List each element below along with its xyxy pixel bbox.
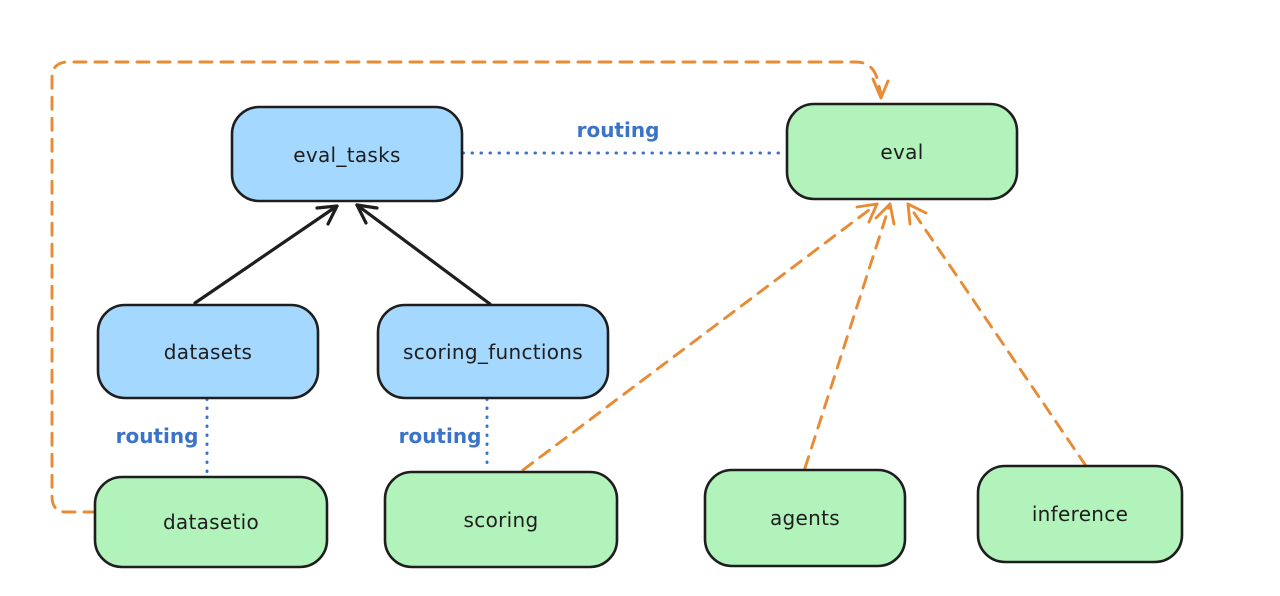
edge-scoring-to-eval [521,202,879,472]
routing-label-datasets-datasetio: routing [116,424,199,448]
node-scoring-functions-box [376,303,610,400]
routing-label-scoring-functions-scoring: routing [399,424,482,448]
node-inference-label: inference [1032,502,1128,526]
node-datasets: datasets [96,303,320,400]
node-inference: inference [976,464,1184,564]
node-datasetio-box [93,475,329,569]
node-eval: eval [785,102,1019,201]
edge-agents-to-eval [803,202,892,470]
arrowhead-agents-to-eval [874,202,896,226]
node-eval-label: eval [880,140,923,164]
node-agents-label: agents [770,506,840,530]
edge-scoring-functions-to-eval-tasks [355,203,492,306]
edge-datasets-to-eval-tasks [193,204,339,305]
arrowhead-datasets-to-eval-tasks [315,204,339,226]
node-eval-tasks-label: eval_tasks [293,143,400,167]
node-datasetio: datasetio [93,475,329,569]
node-datasets-label: datasets [164,340,252,364]
node-eval-box [785,102,1019,201]
node-datasetio-label: datasetio [163,510,259,534]
edge-datasetio-to-eval [50,60,883,514]
node-datasets-box [96,303,320,400]
arrowhead-inference-to-eval [906,202,928,226]
node-scoring: scoring [383,470,619,569]
routing-label-eval-tasks-eval: routing [577,118,660,142]
arrowhead-datasetio-to-eval [871,77,890,100]
node-scoring-box [383,470,619,569]
node-inference-box [976,464,1184,564]
node-scoring-functions: scoring_functions [376,303,610,400]
node-agents-box [703,468,907,568]
node-agents: agents [703,468,907,568]
edge-inference-to-eval [906,202,1088,468]
node-eval-tasks-box [230,105,464,203]
node-eval-tasks: eval_tasks [230,105,464,203]
arrowhead-scoring-functions-to-eval-tasks [355,203,379,225]
node-scoring-functions-label: scoring_functions [403,340,583,364]
node-scoring-label: scoring [464,508,539,532]
arrowhead-scoring-to-eval [855,202,879,224]
